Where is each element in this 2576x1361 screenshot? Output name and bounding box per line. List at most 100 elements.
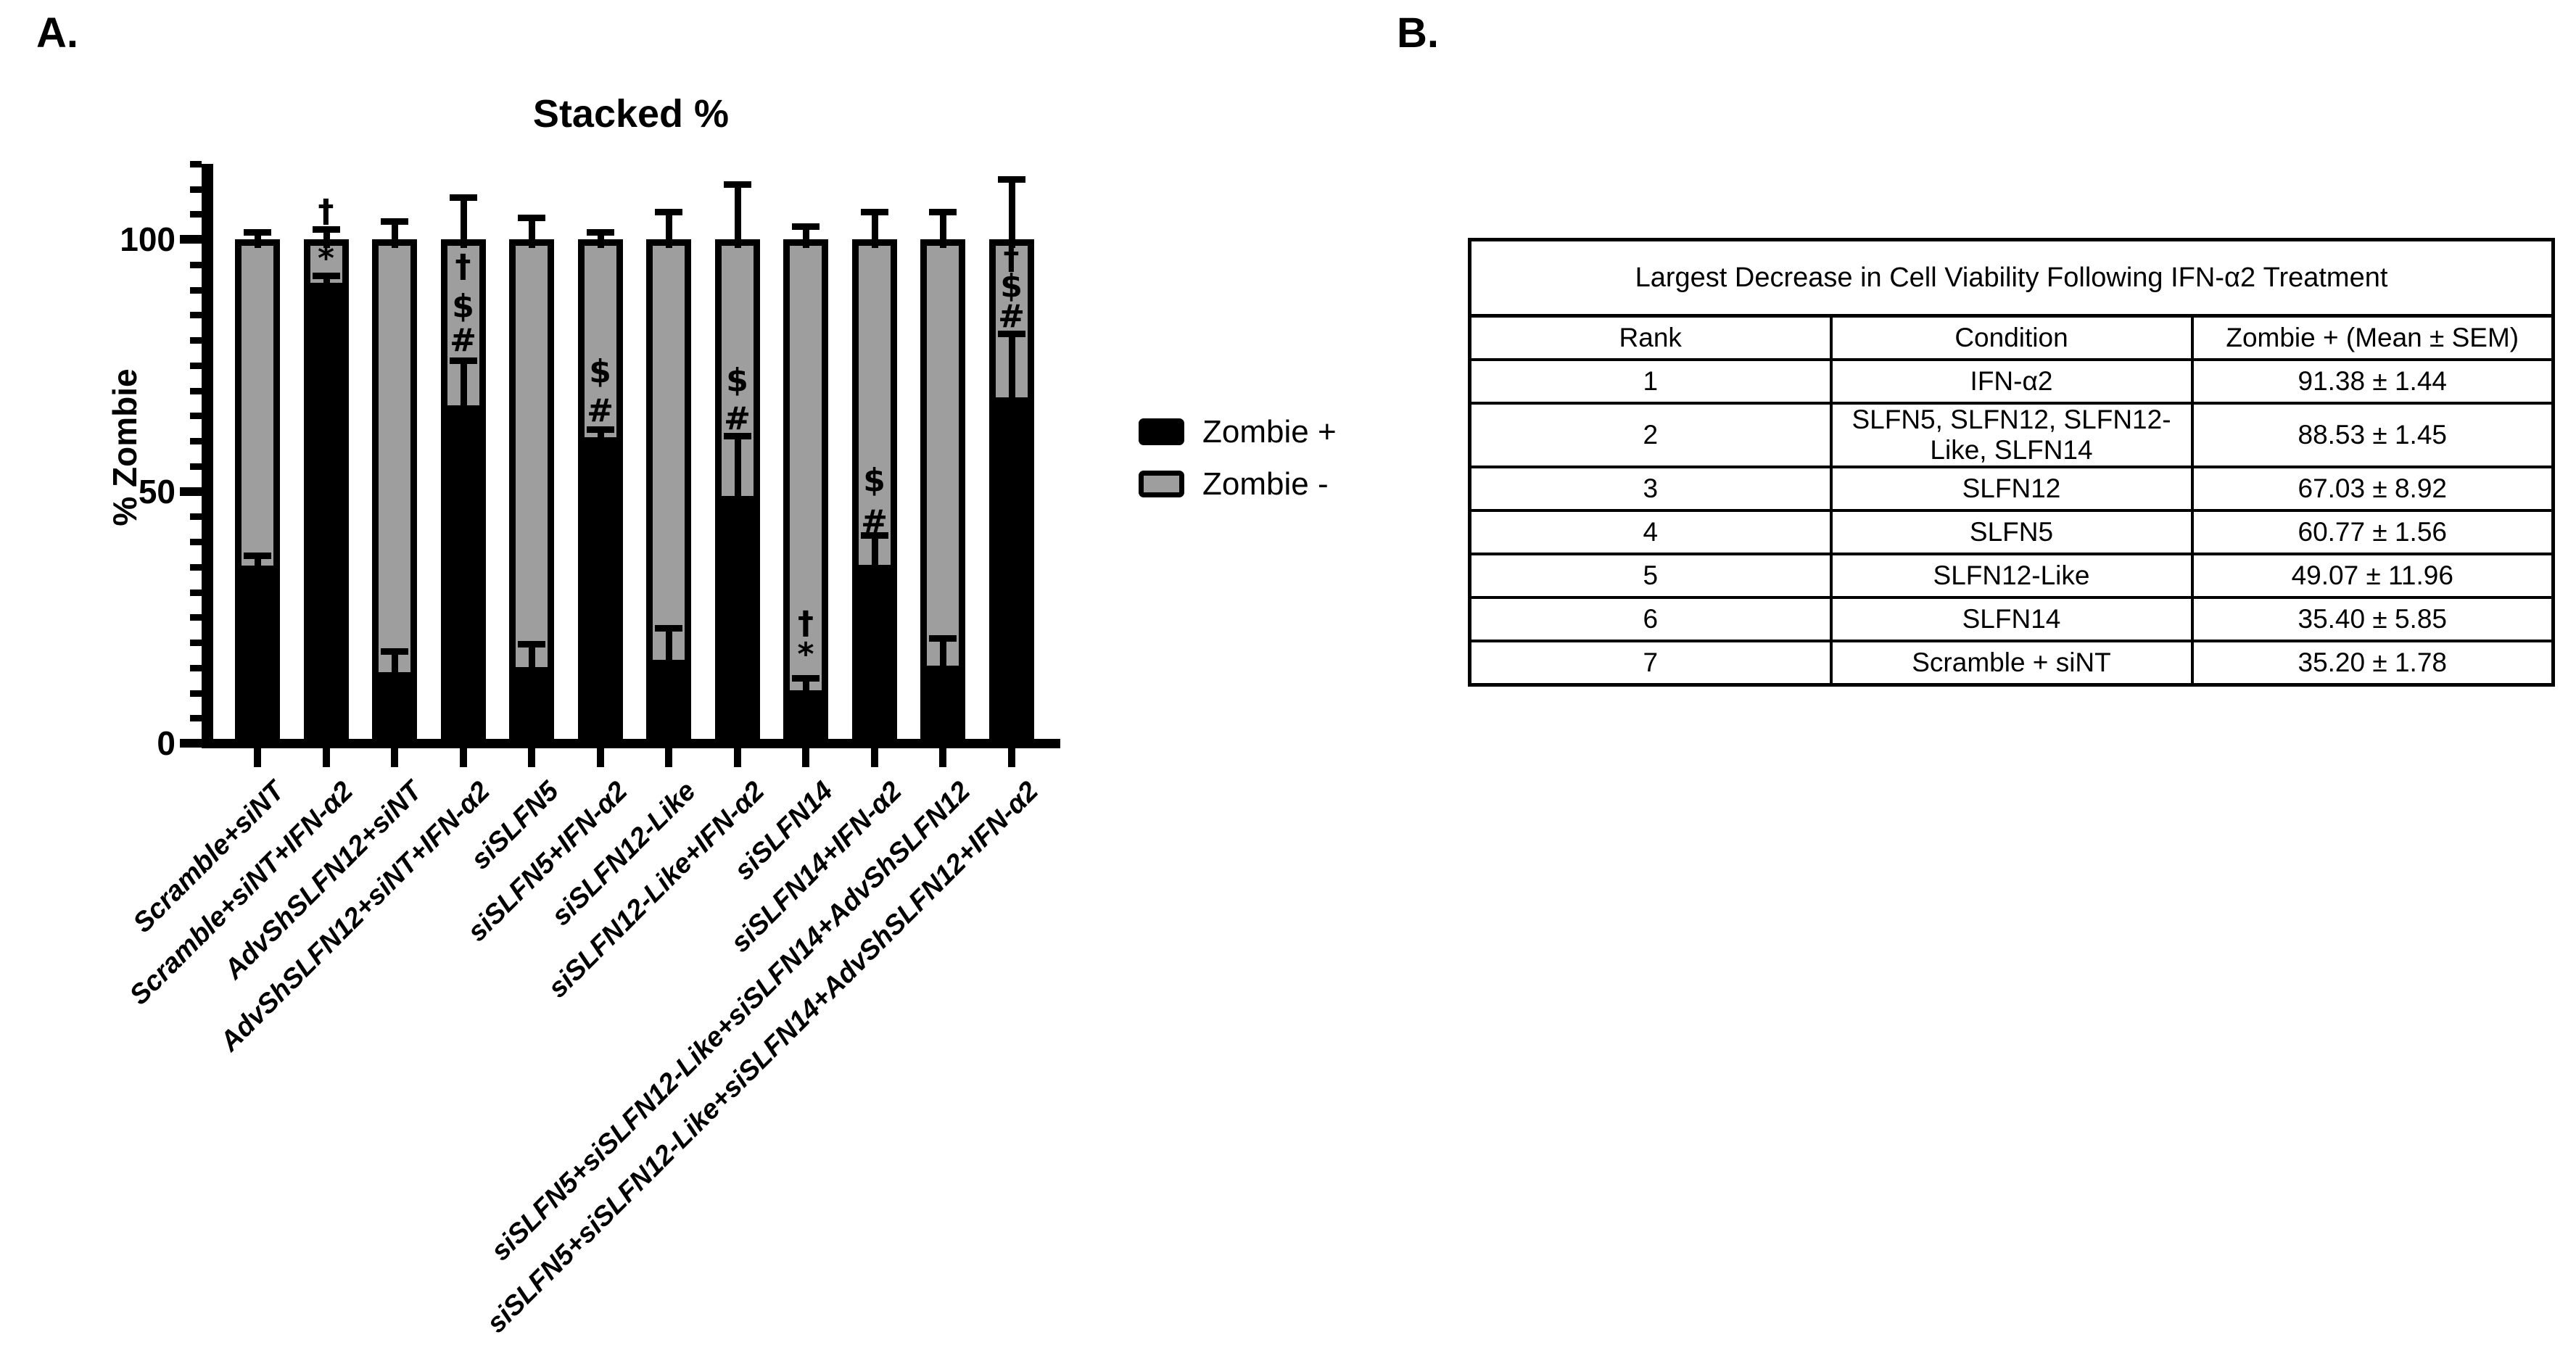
error-bar-zombie-negative [666,211,672,248]
condition-cell: SLFN5, SLFN12, SLFN12-Like, SLFN14 [1829,402,2194,468]
error-bar-zombie-negative [392,220,398,248]
error-cap-zombie-negative [792,223,820,230]
bar-zombie-positive [303,282,349,748]
error-bar-zombie-positive [1008,333,1015,405]
rank-cell: 4 [1468,509,1833,555]
y-minor-tick [190,211,202,218]
bar-zombie-positive [783,690,828,748]
condition-cell: SLFN12-Like [1829,553,2194,599]
bar-zombie-positive [646,660,691,748]
condition-cell: SLFN5 [1829,509,2194,555]
y-major-tick [180,739,202,748]
y-minor-tick [190,362,202,369]
x-tick [733,748,741,767]
x-tick [939,748,946,767]
bar-zombie-positive [577,437,623,748]
x-tick [459,748,467,767]
rank-cell: 5 [1468,553,1833,599]
error-bar-zombie-positive [940,637,946,673]
significance-symbol: # [587,392,614,429]
significance-symbol: $ [863,461,886,499]
y-minor-tick [190,261,202,268]
zombie-cell: 91.38 ± 1.44 [2190,358,2555,405]
error-cap-zombie-positive [929,634,957,642]
y-minor-tick [190,513,202,521]
error-cap-zombie-positive [518,641,545,648]
error-bar-zombie-positive [734,435,741,503]
error-cap-zombie-positive [860,532,888,539]
error-cap-zombie-positive [655,624,682,632]
zombie-cell: 88.53 ± 1.45 [2190,402,2555,468]
rank-cell: 6 [1468,596,1833,642]
significance-symbol: # [998,298,1025,336]
condition-cell: SLFN14 [1829,596,2194,642]
rank-cell: 2 [1468,402,1833,468]
error-cap-zombie-positive [312,272,340,279]
significance-symbol: † [455,248,471,286]
legend-label: Zombie + [1202,414,1337,450]
error-cap-zombie-negative [518,215,545,222]
legend-label: Zombie - [1202,466,1329,502]
viability-table-panel: Largest Decrease in Cell Viability Follo… [1468,238,2555,687]
error-cap-zombie-positive [449,357,477,365]
y-minor-tick [190,690,202,697]
x-tick [1007,748,1015,767]
significance-symbol: * [317,240,334,278]
bar-zombie-positive [440,405,486,748]
error-cap-zombie-negative [997,175,1025,183]
y-minor-tick [190,387,202,394]
error-bar-zombie-positive [803,678,809,698]
significance-symbol: $ [589,352,611,390]
error-bar-zombie-positive [392,650,398,679]
x-tick [665,748,672,767]
zombie-cell: 35.20 ± 1.78 [2190,640,2555,687]
bar-zombie-positive [920,665,965,748]
y-minor-tick [190,664,202,671]
error-cap-zombie-negative [449,194,477,202]
bar-zombie-positive [714,495,760,748]
error-bar-zombie-positive [597,429,604,444]
table-header-condition: Condition [1829,314,2194,361]
error-bar-zombie-negative [803,226,809,248]
y-minor-tick [190,286,202,294]
significance-symbol: † [798,605,814,642]
bar-zombie-positive [851,564,897,748]
y-tick-label: 100 [120,220,176,258]
legend-swatch-zombie-positive [1139,418,1184,445]
error-cap-zombie-negative [381,218,408,225]
y-minor-tick [190,614,202,621]
error-bar-zombie-negative [597,232,604,248]
error-bar-zombie-negative [460,197,467,248]
significance-symbol: † [1003,240,1020,278]
bar-zombie-negative [783,239,828,748]
legend-swatch-zombie-negative [1139,471,1184,497]
y-tick-label: 50 [138,472,176,510]
x-tick [870,748,878,767]
significance-symbol: # [724,400,751,438]
error-cap-zombie-negative [929,209,957,216]
significance-symbol: # [450,321,476,359]
error-cap-zombie-negative [723,181,751,188]
error-cap-zombie-positive [586,426,614,433]
chart-title: Stacked % [532,92,730,136]
y-minor-tick [190,539,202,545]
bar-zombie-negative [920,239,965,748]
y-minor-tick [190,715,202,722]
error-bar-zombie-positive [666,627,672,668]
error-bar-zombie-positive [529,644,535,675]
zombie-cell: 67.03 ± 8.92 [2190,466,2555,512]
error-bar-zombie-positive [255,555,261,574]
error-cap-zombie-positive [997,330,1025,337]
condition-cell: Scramble + siNT [1829,640,2194,687]
error-cap-zombie-negative [244,228,271,236]
y-minor-tick [190,640,202,646]
y-minor-tick [190,337,202,344]
error-bar-zombie-negative [255,231,261,248]
